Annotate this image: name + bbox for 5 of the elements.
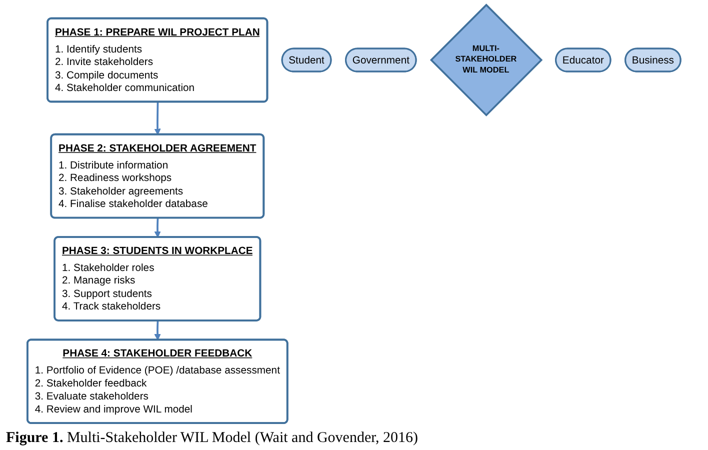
- arrow: [154, 320, 161, 340]
- arrow: [154, 218, 161, 238]
- figure-caption: Figure 1. Multi-Stakeholder WIL Model (Wait and Govender, 2016): [6, 430, 418, 447]
- arrow: [154, 102, 161, 136]
- node-diamond: MULTI-STAKEHOLDER WIL MODEL: [430, 4, 543, 116]
